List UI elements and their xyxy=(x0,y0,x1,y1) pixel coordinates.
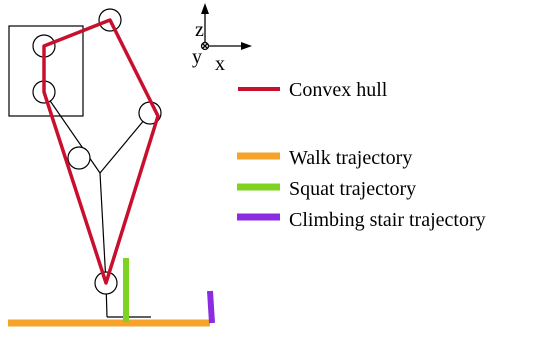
end-effector-box xyxy=(8,25,84,117)
legend: Convex hull Walk trajectory Squat trajec… xyxy=(237,79,486,231)
z-arrowhead xyxy=(201,3,209,14)
legend-convex-hull-label: Convex hull xyxy=(289,79,388,101)
joint-elbow xyxy=(67,146,91,170)
x-axis-label: x xyxy=(215,53,225,75)
x-arrowhead xyxy=(241,42,252,50)
climbing-trajectory-line xyxy=(207,290,215,324)
axis-indicator xyxy=(200,3,252,51)
z-axis-label: z xyxy=(195,19,204,41)
skeleton-link-torso xyxy=(99,172,107,284)
y-axis-label: y xyxy=(192,46,202,68)
skeleton-link-lower-arm xyxy=(43,91,101,174)
legend-squat-label: Squat trajectory xyxy=(289,178,416,200)
skeleton-link-shoulder xyxy=(99,112,151,174)
convex-hull-polygon xyxy=(42,18,160,285)
legend-climbing-label: Climbing stair trajectory xyxy=(289,209,486,231)
legend-walk-label: Walk trajectory xyxy=(289,147,412,169)
